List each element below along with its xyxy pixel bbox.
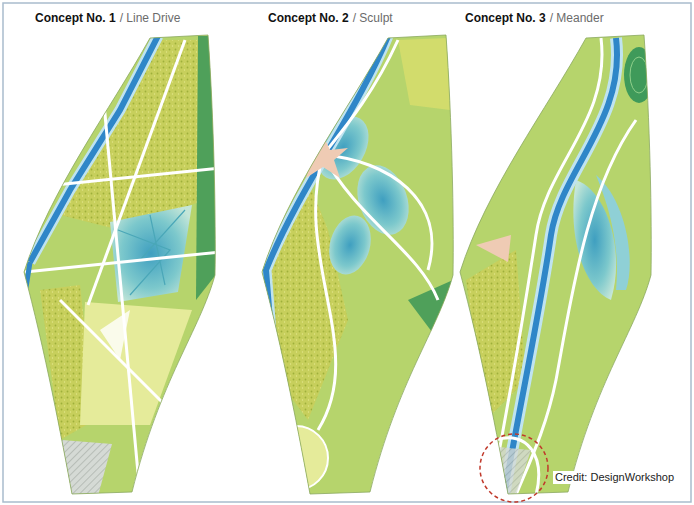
concept-subtitle: / Meander [550,12,604,26]
concept-heading: Concept No. 1 [35,12,116,26]
concept-plan [238,0,478,505]
credit-note: Credit: DesignWorkshop [553,471,676,484]
concept-subtitle: / Line Drive [120,12,181,26]
concept-subtitle: / Sculpt [353,12,393,26]
highlight-circle [480,434,548,502]
concept-heading: Concept No. 3 [465,12,546,26]
concept-plan [436,0,676,505]
concept-heading: Concept No. 2 [268,12,349,26]
concept-plan [0,0,240,505]
